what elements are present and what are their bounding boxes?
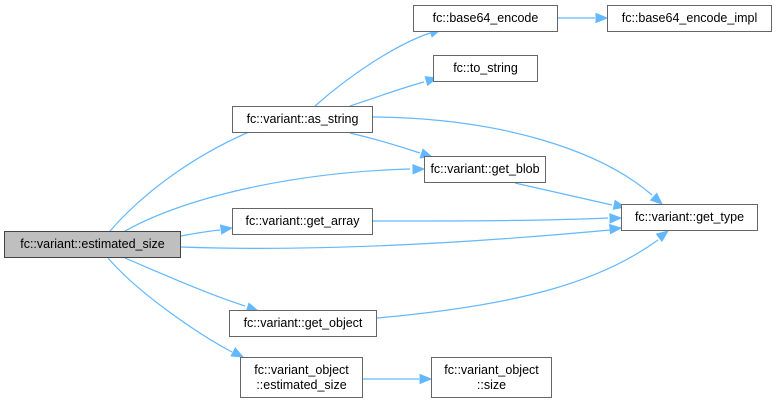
arrowhead-get_object-to-get_type — [655, 230, 670, 243]
node-label-line-1: fc::variant_object — [254, 362, 349, 377]
node-base64-encode[interactable]: fc::base64_encode — [413, 5, 558, 32]
node-label: fc::variant::get_blob — [430, 162, 540, 176]
node-variant-get-object[interactable]: fc::variant::get_object — [229, 310, 377, 337]
node-variant-object-estimated-size[interactable]: fc::variant_object ::estimated_size — [240, 357, 363, 398]
node-label: fc::variant::get_type — [634, 210, 745, 224]
node-label: fc::variant::estimated_size — [20, 237, 165, 251]
arrowhead-root-to-get_type — [609, 223, 623, 235]
edge-root-to-as_string — [109, 128, 257, 232]
edge-get_blob-to-get_type — [514, 182, 613, 206]
edge-root-to-get_object — [124, 257, 246, 307]
node-label-line-2: ::size — [476, 377, 507, 392]
edge-as_string-to-get_type — [372, 116, 653, 196]
edge-root-to-vo_est — [107, 257, 233, 353]
edge-root-to-get_type — [180, 229, 611, 249]
edge-as_string-to-get_blob — [349, 132, 421, 154]
edge-as_string-to-to_string — [349, 81, 425, 107]
arrowhead-vo_est-to-vo_size — [419, 373, 433, 385]
node-variant-get-array[interactable]: fc::variant::get_array — [232, 208, 373, 235]
node-variant-object-size[interactable]: fc::variant_object ::size — [431, 357, 552, 398]
arrowhead-b64-to-b64impl — [595, 12, 609, 24]
node-to-string[interactable]: fc::to_string — [433, 55, 538, 82]
node-variant-as-string[interactable]: fc::variant::as_string — [232, 106, 373, 133]
node-label-line-1: fc::variant_object — [444, 362, 539, 377]
node-label: fc::variant::as_string — [246, 112, 359, 126]
arrowhead-root-to-get_blob — [412, 164, 426, 175]
node-label: fc::variant::get_array — [245, 214, 360, 228]
edge-get_array-to-get_type — [372, 217, 609, 222]
arrowhead-root-to-get_array — [219, 224, 234, 235]
node-variant-get-type[interactable]: fc::variant::get_type — [621, 204, 758, 231]
node-variant-get-blob[interactable]: fc::variant::get_blob — [424, 156, 546, 183]
node-label-line-2: ::estimated_size — [256, 377, 347, 392]
arrowhead-as_string-to-get_type — [649, 192, 663, 205]
edge-get_object-to-get_type — [376, 239, 659, 319]
node-label: fc::variant::get_object — [243, 316, 363, 330]
edge-as_string-to-b64 — [314, 32, 431, 107]
node-variant-estimated-size: fc::variant::estimated_size — [4, 231, 181, 258]
node-label: fc::base64_encode — [432, 11, 539, 25]
node-label: fc::to_string — [453, 61, 518, 75]
edge-root-to-get_blob — [124, 168, 411, 232]
arrowhead-root-to-vo_est — [230, 347, 245, 358]
edge-root-to-get_array — [180, 229, 221, 237]
node-label: fc::base64_encode_impl — [621, 11, 758, 25]
arrowhead-get_array-to-get_type — [609, 213, 623, 224]
node-base64-encode-impl[interactable]: fc::base64_encode_impl — [607, 5, 772, 32]
